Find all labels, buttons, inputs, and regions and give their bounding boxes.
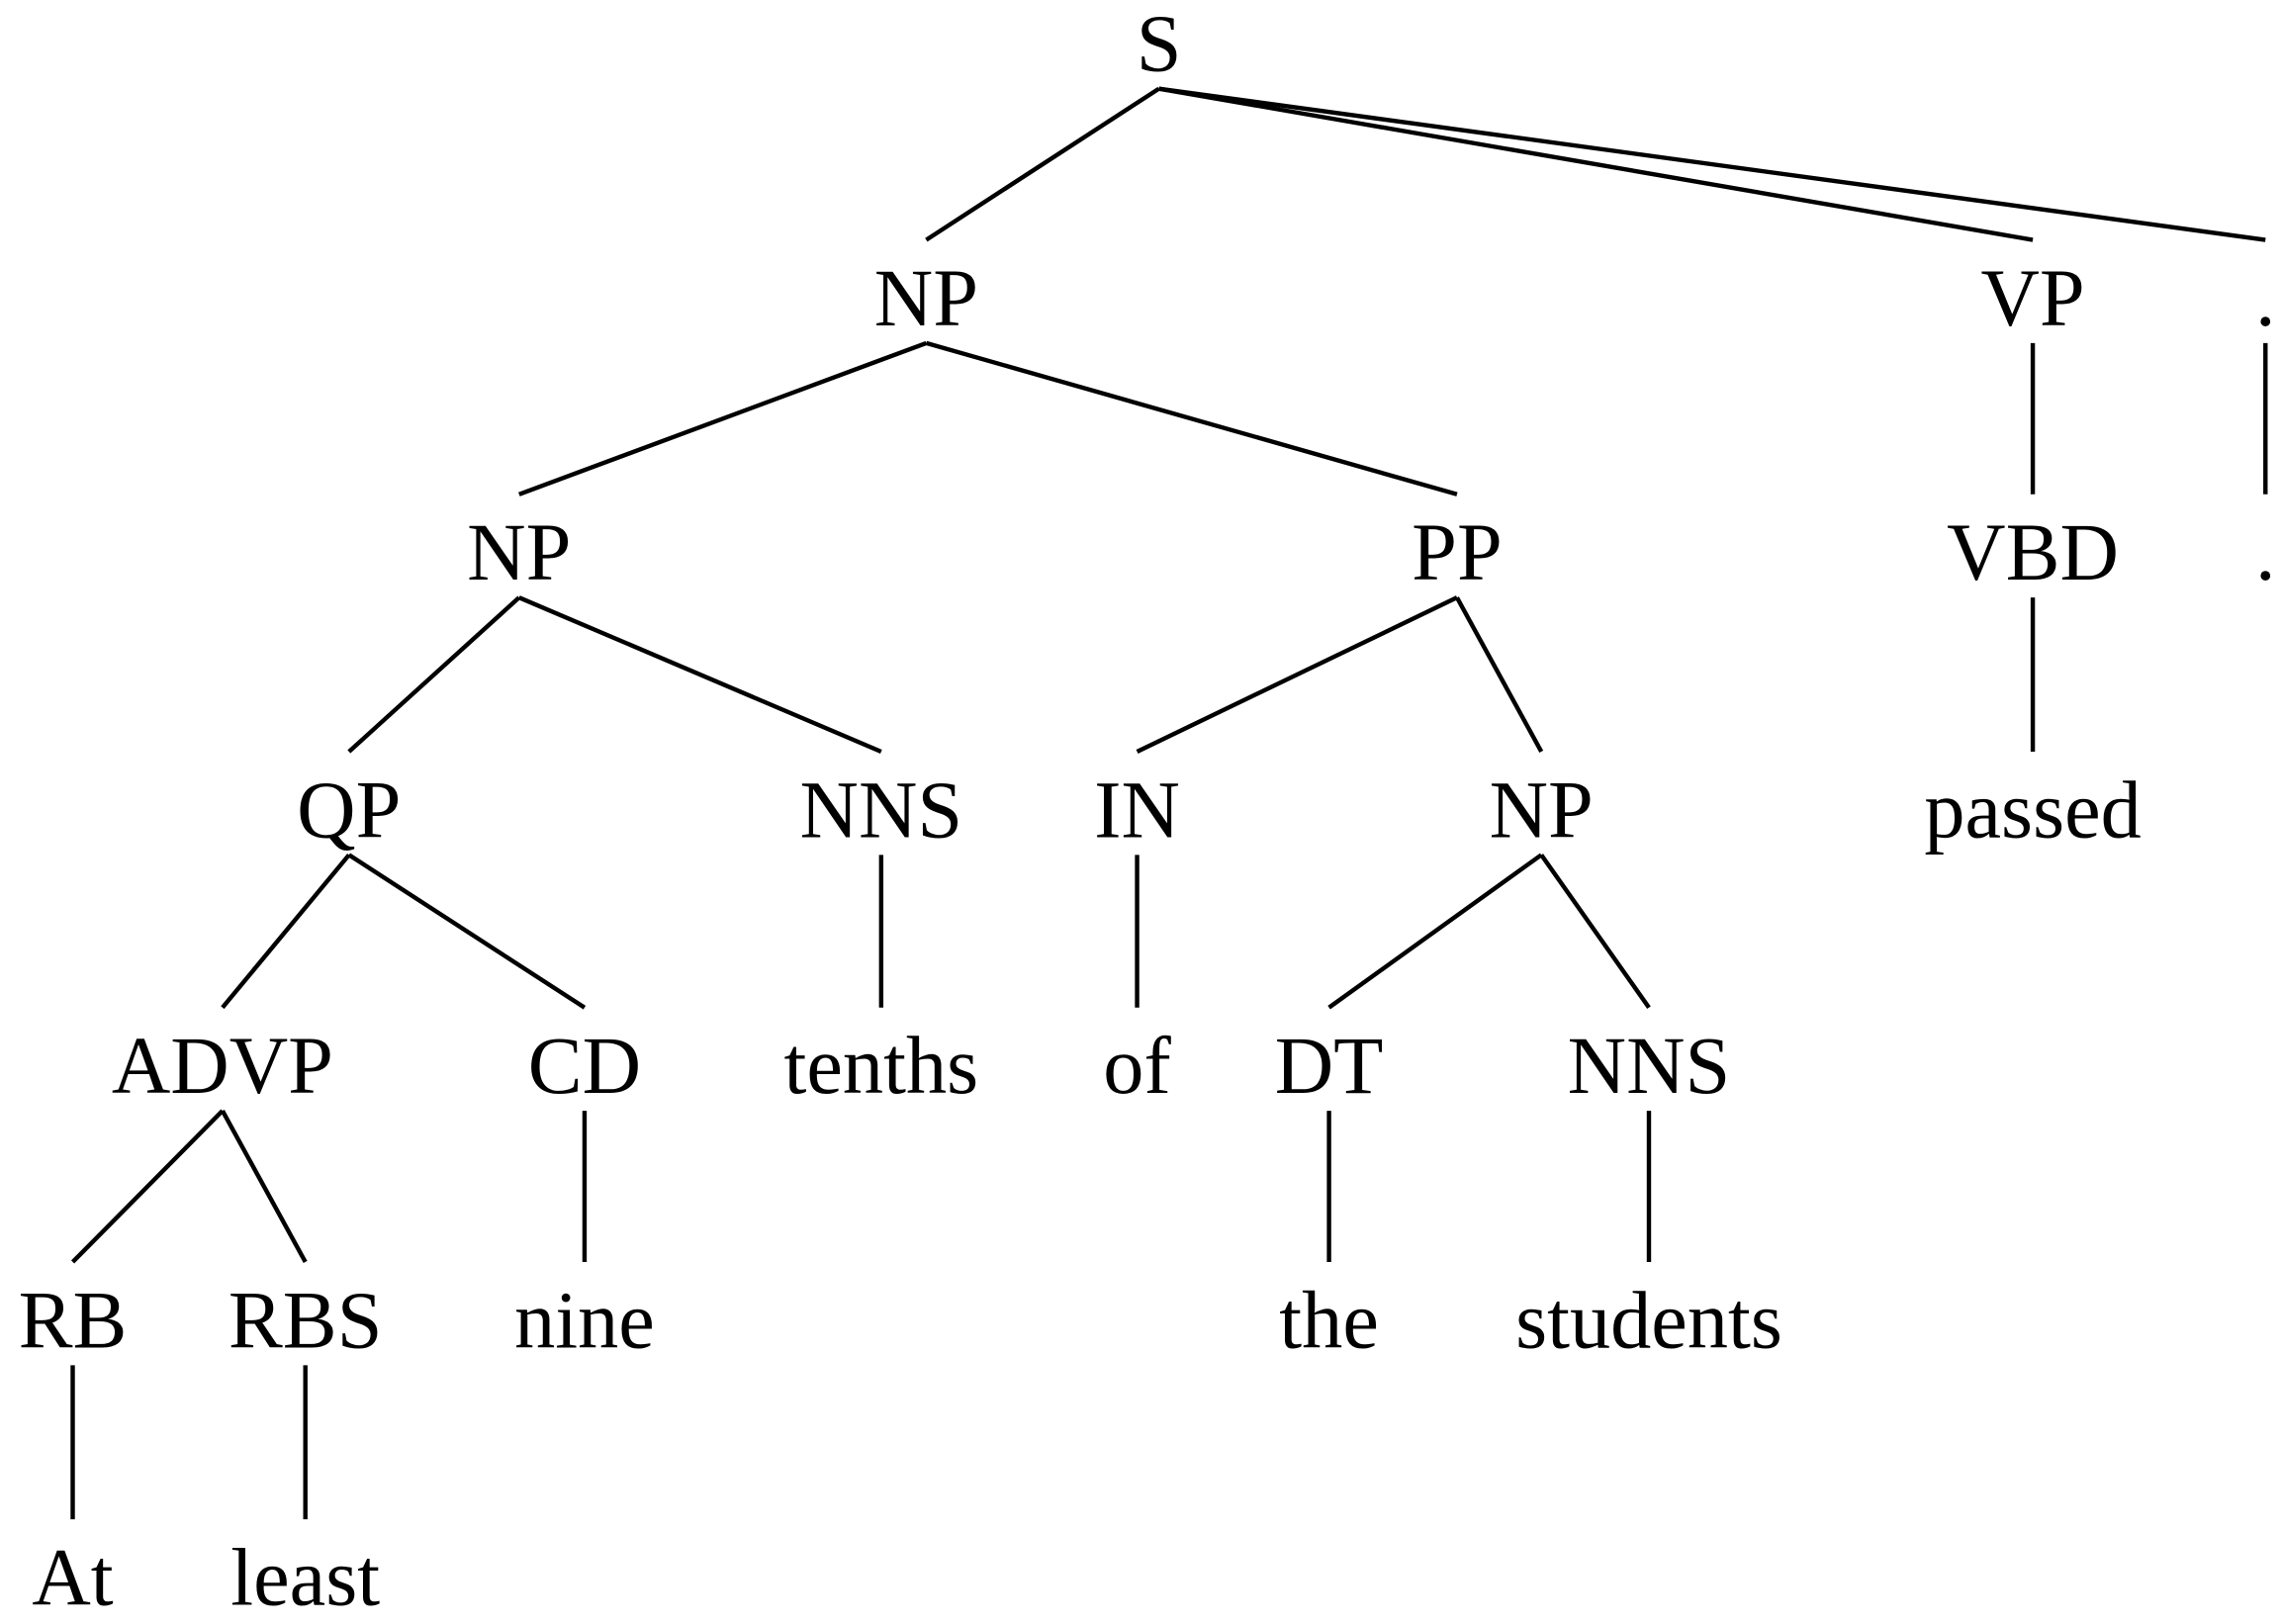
node-dt: DT — [1275, 1021, 1384, 1111]
edge-np2-nns1 — [517, 595, 882, 755]
node-cd: CD — [528, 1021, 641, 1111]
node-pp: PP — [1412, 507, 1503, 597]
node-s: S — [1137, 0, 1182, 89]
node-vbd: VBD — [1947, 507, 2119, 597]
node-tenths: tenths — [784, 1021, 979, 1111]
edge-np3-nns2 — [1539, 854, 1651, 1009]
edge-s-np1 — [925, 86, 1160, 242]
node-the: the — [1279, 1275, 1379, 1365]
edge-np3-dt — [1327, 853, 1543, 1010]
node-passed: passed — [1924, 765, 2141, 855]
node-np1: NP — [874, 253, 978, 343]
edge-np1-np2 — [518, 340, 928, 496]
edge-pp-in — [1136, 595, 1458, 754]
node-punct: . — [2255, 253, 2276, 343]
node-nine: nine — [514, 1275, 655, 1365]
edge-qp-advp — [221, 853, 351, 1010]
edge-np2-qp — [347, 595, 521, 754]
node-vp: VP — [1980, 253, 2084, 343]
edge-np1-pp — [925, 340, 1458, 496]
node-nns2: NNS — [1568, 1021, 1731, 1111]
node-np2: NP — [467, 507, 571, 597]
node-advp: ADVP — [112, 1021, 333, 1111]
node-dotw: . — [2255, 507, 2276, 597]
edge-s-vp — [1158, 86, 2034, 242]
node-rbs: RBS — [228, 1275, 383, 1365]
edge-advp-rbs — [220, 1110, 308, 1264]
edges — [70, 86, 2268, 1520]
node-np3: NP — [1490, 765, 1594, 855]
edge-qp-cd — [347, 853, 587, 1010]
node-students: students — [1515, 1275, 1782, 1365]
node-rb: RB — [19, 1275, 128, 1365]
edge-pp-np3 — [1455, 596, 1544, 754]
node-at: At — [32, 1532, 113, 1622]
node-least: least — [230, 1532, 380, 1622]
edge-s-punct — [1158, 86, 2266, 242]
node-nns1: NNS — [800, 765, 963, 855]
node-qp: QP — [297, 765, 401, 855]
node-of: of — [1103, 1021, 1171, 1111]
node-in: IN — [1094, 765, 1180, 855]
edge-advp-rb — [70, 1109, 225, 1264]
